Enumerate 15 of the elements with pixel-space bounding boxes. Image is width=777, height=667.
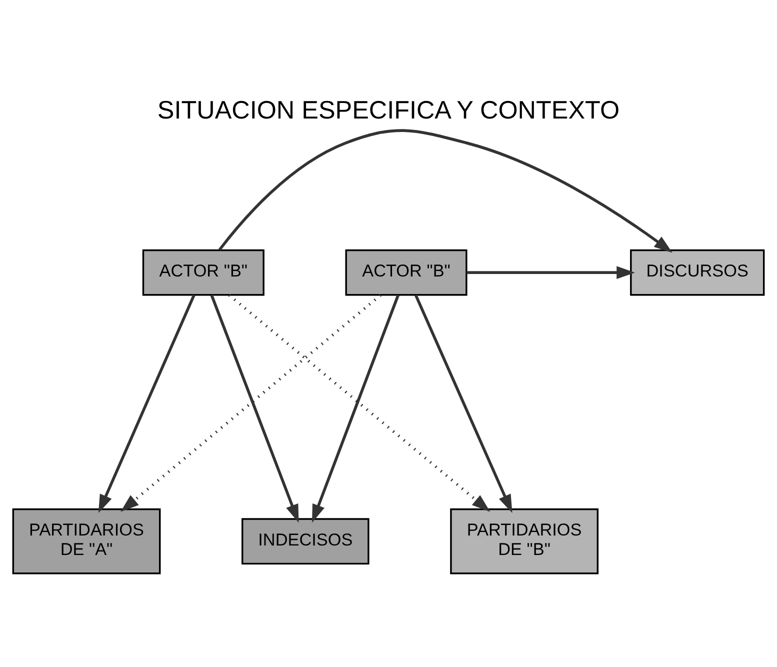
- node-box: ACTOR "B": [345, 249, 468, 296]
- arrow: [466, 266, 635, 279]
- arrow: [218, 129, 672, 253]
- arrow: [98, 294, 196, 514]
- arrow: [312, 294, 400, 523]
- diagram-title: SITUACION ESPECIFICA Y CONTEXTO: [157, 96, 620, 124]
- arrow: [120, 294, 382, 512]
- node-box: ACTOR "B": [142, 249, 264, 296]
- node-box: INDECISOS: [242, 518, 370, 565]
- node-box: DISCURSOS: [630, 249, 765, 296]
- arrow: [414, 294, 512, 514]
- node-box: PARTIDARIOS DE "B": [450, 508, 599, 574]
- arrow: [210, 294, 299, 523]
- arrow: [228, 294, 490, 512]
- node-box: PARTIDARIOS DE "A": [12, 508, 161, 574]
